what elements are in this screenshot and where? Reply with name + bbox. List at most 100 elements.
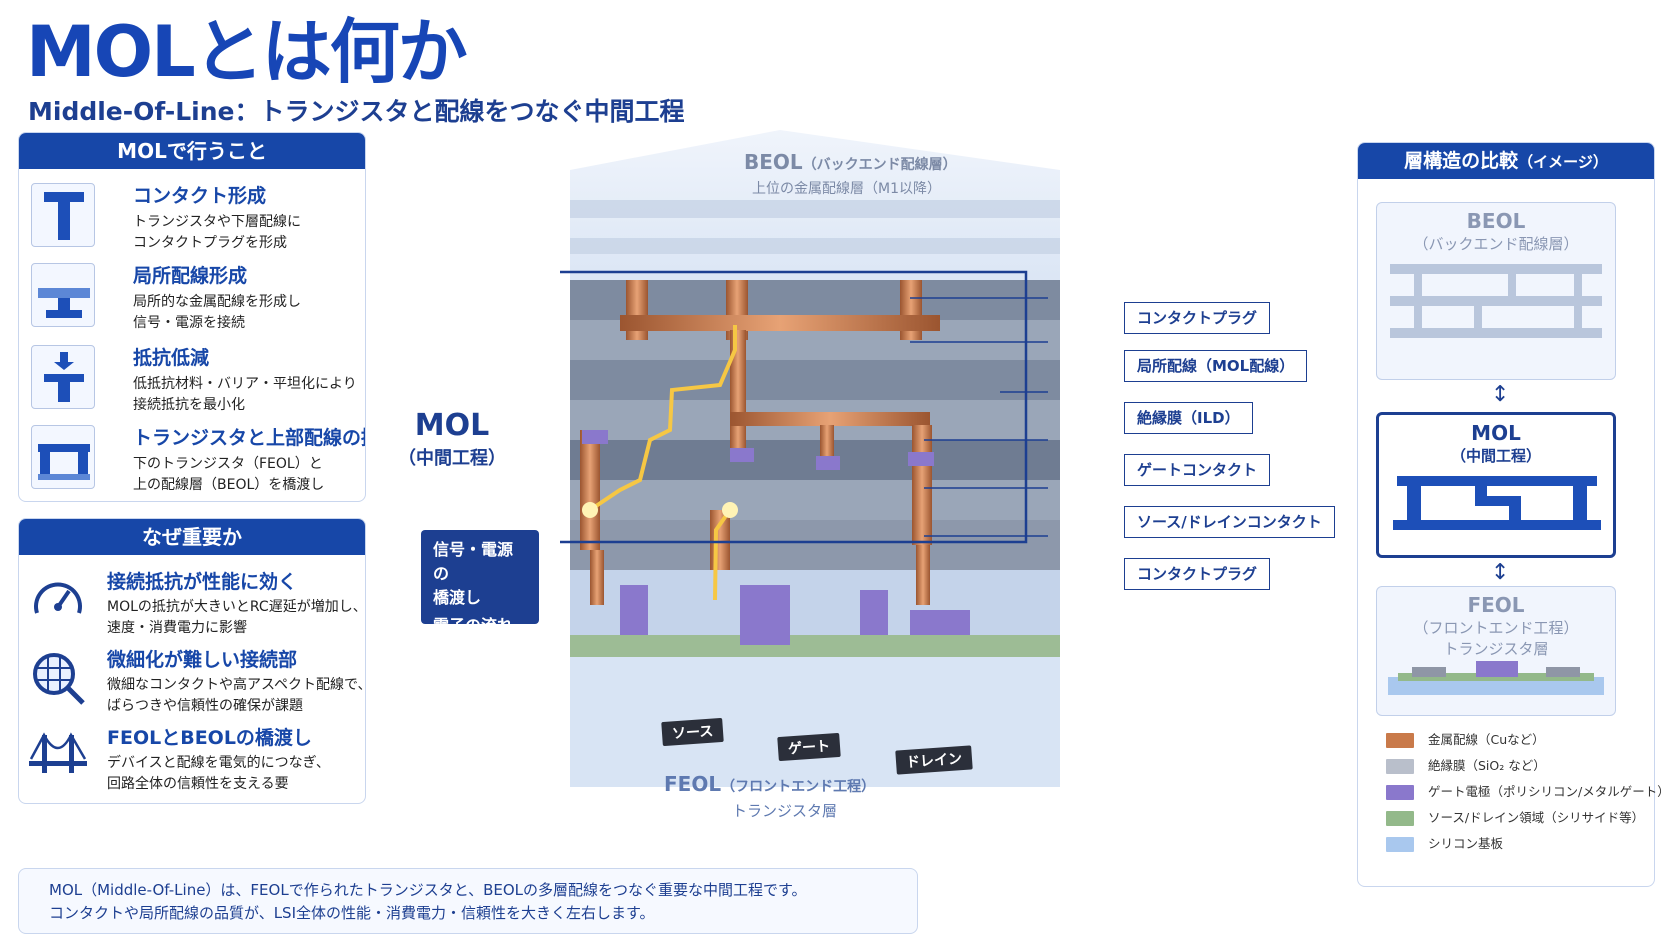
feol-label: FEOL（フロントエンド工程） (664, 772, 875, 796)
beol-wire-plane (570, 238, 1060, 254)
mol-outline (560, 270, 1028, 544)
cmp-feol-title: FEOL (1467, 593, 1525, 617)
legend-label: 金属配線（Cuなど） (1428, 732, 1545, 747)
feol-paren: （フロントエンド工程） (721, 779, 876, 795)
ild-layer (570, 360, 1060, 400)
item-title: コンタクト形成 (133, 185, 267, 207)
legend-item: 絶縁膜（SiO₂ など） (1386, 756, 1546, 776)
legend-label: 絶縁膜（SiO₂ など） (1428, 758, 1546, 773)
gate-electrode (620, 585, 648, 635)
list-item: トランジスタと上部配線の接続 下のトランジスタ（FEOL）と 上の配線層（BEO… (31, 423, 365, 495)
ild-layer (570, 440, 1060, 480)
cmp-beol-title: BEOL (1466, 209, 1526, 233)
contact-plug (590, 550, 604, 605)
flow-line: 信号・電源の (433, 540, 514, 583)
source-drain-region (570, 635, 1060, 657)
heading-text: 層構造の比較 (1404, 150, 1519, 172)
glow-point (582, 502, 598, 518)
item-desc-line: 回路全体の信頼性を支える要 (107, 776, 289, 792)
cmp-feol-sub: （フロントエンド工程） (1413, 619, 1579, 637)
mol-label: MOL （中間工程） (398, 408, 506, 470)
gate-tag: ゲート (777, 732, 841, 762)
cmp-mol-title: MOL (1471, 421, 1521, 445)
item-desc-line: 速度・消費電力に影響 (107, 620, 247, 636)
list-item: 局所配線形成 局所的な金属配線を形成し 信号・電源を接続 (31, 261, 357, 333)
up-down-arrow-icon: ↕ (1491, 382, 1510, 407)
bridge-icon (29, 727, 87, 785)
mol-title: MOL (414, 408, 490, 443)
summary-box: MOL（Middle-Of-Line）は、FEOLで作られたトランジスタと、BE… (18, 868, 918, 934)
list-item: 抵抗低減 低抵抗材料・バリア・平坦化により 接続抵抗を最小化 (31, 343, 357, 415)
what-mol-does-heading: MOLで行うこと (19, 133, 365, 169)
layer-comparison-heading: 層構造の比較（イメージ） (1358, 143, 1654, 179)
gauge-icon (29, 571, 87, 629)
gate-contact (820, 425, 834, 465)
source-drain-contact (912, 425, 932, 545)
feol-sub: トランジスタ層 (732, 802, 838, 820)
heading-sub: （イメージ） (1518, 153, 1608, 171)
beol-label: BEOL（バックエンド配線層） (744, 150, 957, 174)
item-desc-line: コンタクトプラグを形成 (133, 235, 287, 251)
gate-cap (582, 430, 608, 444)
feol-title: FEOL (664, 772, 722, 796)
legend-swatch (1386, 733, 1414, 748)
local-wire (620, 315, 940, 331)
item-desc-line: 低抵抗材料・バリア・平坦化により (133, 376, 357, 392)
item-title: 局所配線形成 (133, 265, 248, 287)
beol-wire-plane (570, 200, 1060, 218)
item-desc-line: デバイスと配線を電気的につなぎ、 (107, 755, 330, 771)
mol-cross-section-diagram (560, 130, 1060, 787)
item-desc: 低抵抗材料・バリア・平坦化により 接続抵抗を最小化 (133, 374, 357, 416)
item-desc: MOLの抵抗が大きいとRC遅延が増加し、 速度・消費電力に影響 (107, 597, 365, 639)
item-desc: 局所的な金属配線を形成し 信号・電源を接続 (133, 292, 301, 334)
item-desc-line: 下のトランジスタ（FEOL）と (133, 456, 323, 472)
item-desc-line: 上の配線層（BEOL）を橋渡し (133, 477, 325, 493)
item-desc-line: 信号・電源を接続 (133, 315, 245, 331)
legend-item: ゲート電極（ポリシリコン/メタルゲート） (1386, 782, 1670, 802)
callout-local-wiring: 局所配線（MOL配線） (1124, 350, 1308, 382)
local-wiring-icon (31, 263, 95, 327)
cmp-mol-sub: （中間工程） (1450, 447, 1541, 465)
legend-label: ゲート電極（ポリシリコン/メタルゲート） (1428, 784, 1670, 799)
contact-icon (31, 183, 95, 247)
item-title: FEOLとBEOLの橋渡し (107, 727, 312, 749)
item-desc: トランジスタや下層配線に コンタクトプラグを形成 (133, 212, 301, 254)
item-title: 接続抵抗が性能に効く (107, 571, 298, 593)
gate-cap (816, 456, 840, 470)
legend-label: シリコン基板 (1428, 836, 1504, 851)
legend-swatch (1386, 837, 1414, 852)
beol-title: BEOL (744, 150, 803, 174)
gate-cap (730, 448, 754, 462)
source-drain-contact (710, 510, 730, 570)
legend-item: 金属配線（Cuなど） (1386, 730, 1545, 750)
cmp-beol-sub: （バックエンド配線層） (1413, 235, 1579, 253)
legend-swatch (1386, 785, 1414, 800)
electron-flow-box: 信号・電源の 橋渡し 電子の流れ (421, 530, 539, 635)
beol-comparison-box: BEOL （バックエンド配線層） (1376, 202, 1616, 380)
mol-sub: （中間工程） (398, 448, 506, 469)
silicon-substrate (570, 657, 1060, 787)
item-desc-line: 局所的な金属配線を形成し (133, 294, 301, 310)
list-item: FEOLとBEOLの橋渡し デバイスと配線を電気的につなぎ、 回路全体の信頼性を… (19, 723, 357, 793)
gate-cap (908, 452, 934, 466)
list-item: 接続抵抗が性能に効く MOLの抵抗が大きいとRC遅延が増加し、 速度・消費電力に… (19, 567, 365, 637)
up-down-arrow-icon: ↕ (1491, 560, 1510, 585)
contact-plug (916, 545, 930, 605)
list-item: 微細化が難しい接続部 微細なコンタクトや高アスペクト配線で、 ばらつきや信頼性の… (19, 645, 365, 715)
source-tag: ソース (661, 717, 725, 747)
beol-paren: （バックエンド配線層） (802, 157, 957, 173)
item-desc-line: トランジスタや下層配線に (133, 214, 301, 230)
beol-sub: 上位の金属配線層（M1以降） (752, 181, 941, 197)
flow-line: 電子の流れ (433, 616, 514, 635)
local-wire (730, 330, 746, 450)
callout-source-drain-contact: ソース/ドレインコンタクト (1124, 506, 1335, 538)
item-desc: 微細なコンタクトや高アスペクト配線で、 ばらつきや信頼性の確保が課題 (107, 675, 365, 717)
magnifier-grid-icon (29, 649, 87, 707)
what-mol-does-panel: MOLで行うこと コンタクト形成 トランジスタや下層配線に コンタクトプラグを形… (18, 132, 366, 502)
mol-structure-icon (1393, 476, 1601, 530)
list-item: コンタクト形成 トランジスタや下層配線に コンタクトプラグを形成 (31, 181, 357, 253)
item-title: 微細化が難しい接続部 (107, 649, 298, 671)
item-desc: デバイスと配線を電気的につなぎ、 回路全体の信頼性を支える要 (107, 753, 330, 795)
gate-electrode (860, 590, 888, 635)
flow-line: 橋渡し (433, 588, 482, 607)
